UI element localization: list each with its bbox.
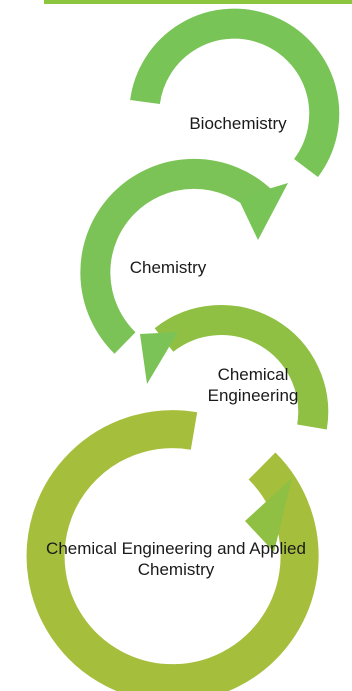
stage-label-chemical-engineering-applied-chemistry: Chemical Engineering and Applied Chemist… [46,539,306,579]
stage-label-chemical-engineering: Chemical Engineering [207,365,299,405]
top-accent-bar [44,0,352,4]
stage-1-arrow [130,8,340,240]
stage-label-biochemistry: Biochemistry [189,114,287,133]
stage-4-ring [26,410,319,691]
stage-2-arrow [80,158,274,384]
stage-label-chemistry: Chemistry [129,258,207,277]
stage-3-arrow [154,305,329,552]
